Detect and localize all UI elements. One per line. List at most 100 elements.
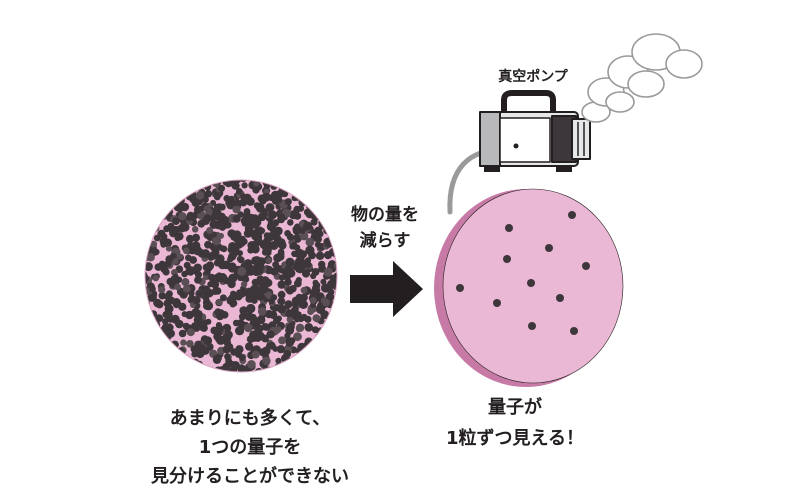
vacuum-pump-label: 真空ポンプ [498,69,568,85]
particle [167,296,176,305]
right-arrow-icon [350,261,423,317]
particle [223,195,231,202]
particle [191,350,198,358]
particle [196,343,206,353]
particle [286,316,293,323]
particle [304,323,314,332]
particle [256,331,265,341]
particle [186,266,196,275]
particle [212,209,221,218]
particle [180,220,187,228]
particle [150,240,158,248]
particle [227,180,234,185]
particle [266,330,275,339]
particle [253,202,261,209]
particle [259,227,266,234]
particle [226,296,233,303]
particle [154,263,163,271]
particle [162,311,170,319]
particle [180,202,190,212]
particle [223,365,230,372]
particle [201,195,209,204]
particle [320,310,330,320]
particle [225,343,234,352]
particle [150,319,160,328]
particle [270,220,278,228]
particle [277,290,286,299]
particle [246,303,256,314]
particle [192,296,200,305]
particle [303,221,313,231]
particle [298,299,308,309]
particle [202,295,210,302]
particle [162,318,169,325]
particle [297,344,304,351]
particle [232,198,241,207]
particle [165,255,174,264]
particle [297,253,305,261]
arrow-label: 物の量を 減らす [330,202,440,254]
particle [181,311,188,318]
particle [250,285,258,293]
particle [178,212,187,221]
particle [174,234,181,242]
particle [278,274,285,281]
particle [265,203,275,212]
particle [277,215,285,224]
particle [162,268,170,276]
particle [276,315,282,322]
particle [214,308,222,316]
particle [315,251,325,260]
particle [270,294,278,301]
particle [272,261,280,269]
particle [528,322,536,330]
particle [191,198,201,207]
particle [227,263,237,273]
particle [505,224,513,232]
particle [255,261,263,269]
particle [182,284,191,293]
particle [243,367,253,372]
particle [493,299,501,307]
particle [238,313,247,321]
particle [303,208,312,216]
particle [194,205,202,214]
arrow-label-line: 減らす [359,231,411,251]
particle [257,307,267,316]
particle [223,277,231,285]
particle [203,301,214,311]
particle [242,193,252,203]
particle [203,336,213,346]
particle [193,315,203,325]
particle [150,225,158,233]
particle [186,340,194,348]
particle [165,290,173,298]
particle [170,340,179,349]
particle [219,294,227,302]
particle [246,224,254,232]
particle [263,232,271,240]
particle [241,217,250,226]
particle [287,219,294,226]
particle [294,316,300,323]
particle [212,354,222,363]
particle [246,335,255,344]
particle [220,215,230,225]
particle [153,234,161,242]
particle [158,286,166,294]
right-caption: 量子が 1粒ずつ見える！ [430,392,600,454]
particle [167,324,174,331]
particle [227,256,234,263]
particle [167,316,175,323]
particle [204,190,213,198]
particle [277,304,287,314]
particle [167,222,175,231]
particle [227,229,236,238]
particle [174,283,182,291]
particle [237,274,244,282]
particle [323,268,332,277]
particle [305,237,315,247]
left-caption-line: 見分けることができない [151,466,349,487]
